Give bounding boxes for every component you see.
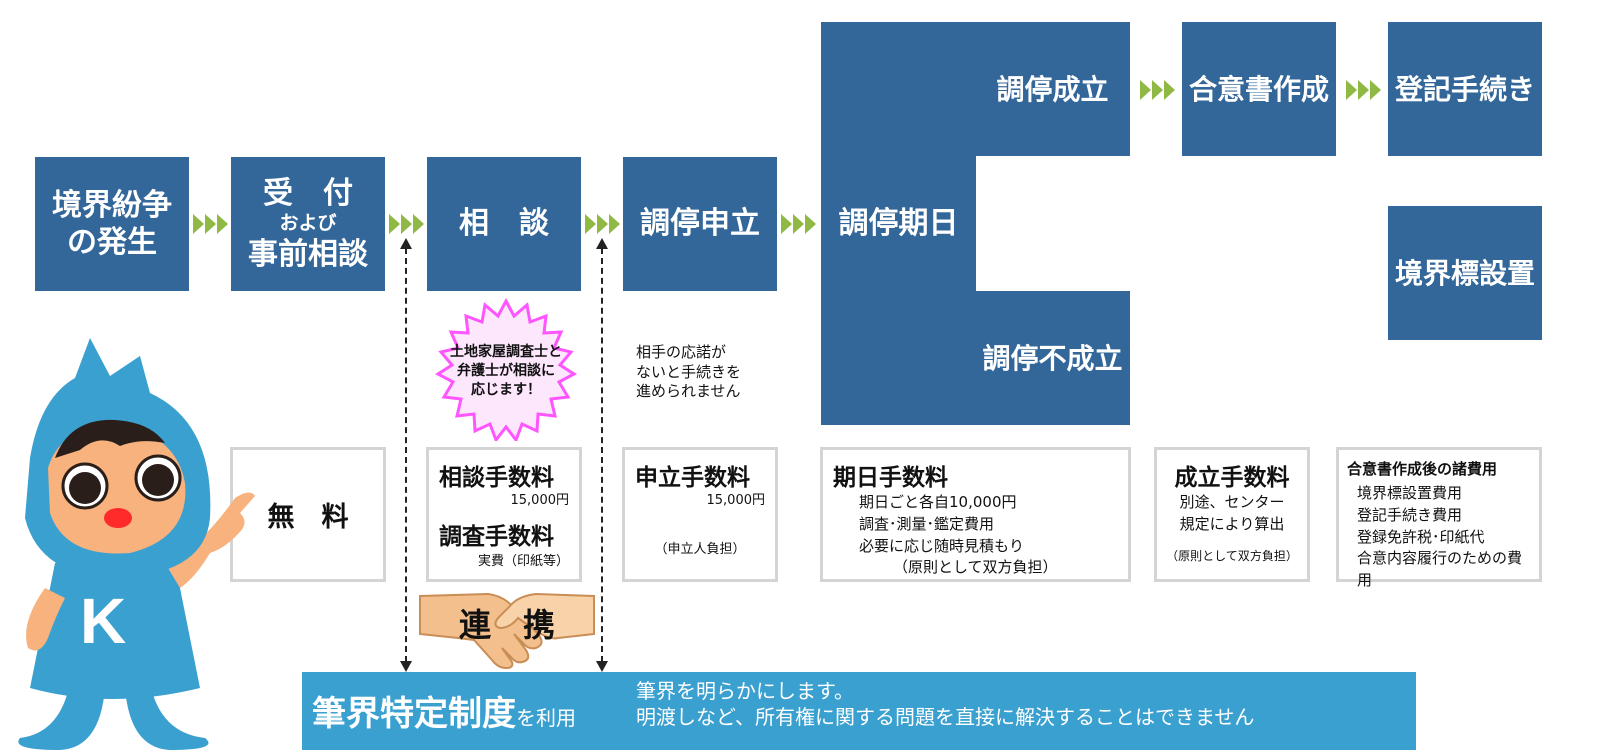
mascot-illustration: K xyxy=(18,338,255,750)
mascot-right-foot xyxy=(125,683,209,750)
mascot-hair xyxy=(55,419,165,458)
step-chotei-kijitsu-label: 調停期日 xyxy=(838,205,959,241)
fee-moushitate-amount: 15,000円 xyxy=(706,493,766,508)
step-sodan-label: 相 談 xyxy=(459,206,549,242)
step-sodan: 相 談 xyxy=(427,157,581,291)
fee-seiritsu-line1: 別途、センター xyxy=(1179,493,1285,511)
renkei-label: 連 携 xyxy=(458,606,555,644)
fee-muryo-label: 無 料 xyxy=(267,502,349,533)
flow-arrow-3 xyxy=(585,214,620,234)
step-chotei-seiritsu-label: 調停成立 xyxy=(996,72,1109,106)
hikkai-line2: 明渡しなど、所有権に関する問題を直接に解決することはできません xyxy=(636,705,1255,729)
fee-muryo: 無 料 xyxy=(230,447,386,582)
step-uketsuke-top: 受 付 xyxy=(263,175,353,211)
starburst-shape xyxy=(435,297,577,441)
step-uketsuke-mid: および xyxy=(279,212,337,235)
step-kyokai-funso-line1: 境界紛争 xyxy=(52,187,172,223)
step-chotei-fuseiritsu-label: 調停不成立 xyxy=(982,341,1123,375)
fee-moushitate-title: 申立手数料 xyxy=(635,465,750,491)
fee-chosa-title: 調査手数料 xyxy=(439,523,554,550)
flow-arrow-2 xyxy=(389,214,424,234)
starburst-line2: 弁護士が相談に xyxy=(457,362,555,379)
fee-moushitate: 申立手数料 15,000円 （申立人負担） xyxy=(622,447,778,582)
fee-seiritsu-title: 成立手数料 xyxy=(1174,465,1290,491)
step-kyokaihyo-setchi-label: 境界標設置 xyxy=(1394,256,1535,290)
hikkai-suffix: を利用 xyxy=(516,706,576,730)
starburst-line3: 応じます！ xyxy=(471,381,541,398)
step-goisho-sakusei-label: 合意書作成 xyxy=(1188,72,1329,106)
step-goisho-sakusei: 合意書作成 xyxy=(1182,22,1336,156)
mascot-left-arm xyxy=(26,588,65,651)
step-kyokaihyo-setchi: 境界標設置 xyxy=(1388,206,1542,340)
fee-kijitsu-line2: 調査･測量･鑑定費用 xyxy=(859,514,995,533)
fee-goi-line4: 合意内容履行のための費用 xyxy=(1357,549,1523,589)
note-line2: ないと手続きを xyxy=(636,362,742,381)
fee-goi-line3: 登録免許税･印紙代 xyxy=(1357,527,1485,546)
fee-seiritsu-line2: 規定により算出 xyxy=(1179,514,1285,533)
fee-chosa-amount: 実費（印紙等） xyxy=(477,553,569,569)
step-chotei-moushitate: 調停申立 xyxy=(623,157,777,291)
mascot-pupil-left xyxy=(69,472,101,504)
hikkai-title-group: 筆界特定制度を利用 xyxy=(312,686,576,735)
dashed-link-right xyxy=(596,238,608,672)
note-line1: 相手の応諾が xyxy=(636,343,727,361)
step-kyokai-funso: 境界紛争 の発生 xyxy=(35,157,189,291)
hikkai-line1: 筆界を明らかにします。 xyxy=(636,679,854,703)
hikkai-desc: 筆界を明らかにします。 明渡しなど、所有権に関する問題を直接に解決することはでき… xyxy=(636,678,1254,730)
step-kyokai-funso-line2: の発生 xyxy=(67,225,157,260)
fee-sodan: 相談手数料 15,000円 調査手数料 実費（印紙等） xyxy=(426,447,582,582)
hikkai-bar: 筆界特定制度を利用 筆界を明らかにします。 明渡しなど、所有権に関する問題を直接… xyxy=(302,672,1416,750)
fee-goi-line1: 境界標設置費用 xyxy=(1357,484,1463,502)
fee-kijitsu-line1: 期日ごと各自10,000円 xyxy=(859,493,1017,511)
mascot-body xyxy=(30,563,200,699)
hikkai-title: 筆界特定制度 xyxy=(312,694,516,734)
mascot-letter: K xyxy=(80,585,126,657)
mascot-right-arm xyxy=(165,492,255,588)
fee-sodan-title: 相談手数料 xyxy=(439,465,554,491)
step-uketsuke: 受 付 および 事前相談 xyxy=(231,157,385,291)
starburst-line1: 土地家屋調査士と xyxy=(450,344,562,360)
mascot-mouth xyxy=(104,508,132,528)
step-toki-tetsuzuki-label: 登記手続き xyxy=(1394,72,1535,106)
fee-goi-line2: 登記手続き費用 xyxy=(1357,505,1463,524)
starburst-badge xyxy=(435,297,577,441)
step-chotei-fuseiritsu: 調停不成立 xyxy=(975,291,1130,425)
note-moushitate: 相手の応諾が ないと手続きを 進められません xyxy=(636,343,741,402)
fee-kijitsu-note: （原則として双方負担） xyxy=(893,558,1058,577)
handshake-right-hand xyxy=(494,592,595,640)
fee-kijitsu: 期日手数料 期日ごと各自10,000円 調査･測量･鑑定費用 必要に応じ随時見積… xyxy=(820,447,1131,582)
fee-moushitate-note: （申立人負担） xyxy=(654,541,746,557)
starburst-text: 土地家屋調査士と 弁護士が相談に 応じます！ xyxy=(434,343,578,400)
mascot-pupil-right xyxy=(142,464,174,496)
flow-arrow-6 xyxy=(1346,80,1381,100)
step-toki-tetsuzuki: 登記手続き xyxy=(1388,22,1542,156)
step-uketsuke-bottom: 事前相談 xyxy=(248,236,368,272)
fee-kijitsu-line3: 必要に応じ随時見積もり xyxy=(859,536,1025,555)
step-chotei-moushitate-label: 調停申立 xyxy=(640,206,760,242)
fee-kijitsu-title: 期日手数料 xyxy=(833,465,948,491)
step-chotei-kijitsu-spine: 調停期日 xyxy=(821,22,976,425)
step-chotei-seiritsu: 調停成立 xyxy=(975,22,1130,156)
fee-goi: 合意書作成後の諸費用 境界標設置費用 登記手続き費用 登録免許税･印紙代 合意内… xyxy=(1336,447,1542,589)
handshake-icon xyxy=(419,592,595,670)
fee-seiritsu: 成立手数料 別途、センター 規定により算出 （原則として双方負担） xyxy=(1154,447,1310,582)
flow-arrow-1 xyxy=(193,214,228,234)
fee-seiritsu-note: （原則として双方負担） xyxy=(1166,548,1298,563)
note-line3: 進められません xyxy=(636,382,741,400)
fee-goi-title: 合意書作成後の諸費用 xyxy=(1347,460,1498,478)
dashed-link-left xyxy=(400,238,412,672)
mascot-left-foot xyxy=(18,683,105,750)
fee-sodan-amount: 15,000円 xyxy=(510,493,570,508)
flow-arrow-4 xyxy=(781,214,816,234)
flow-arrow-5 xyxy=(1140,80,1175,100)
